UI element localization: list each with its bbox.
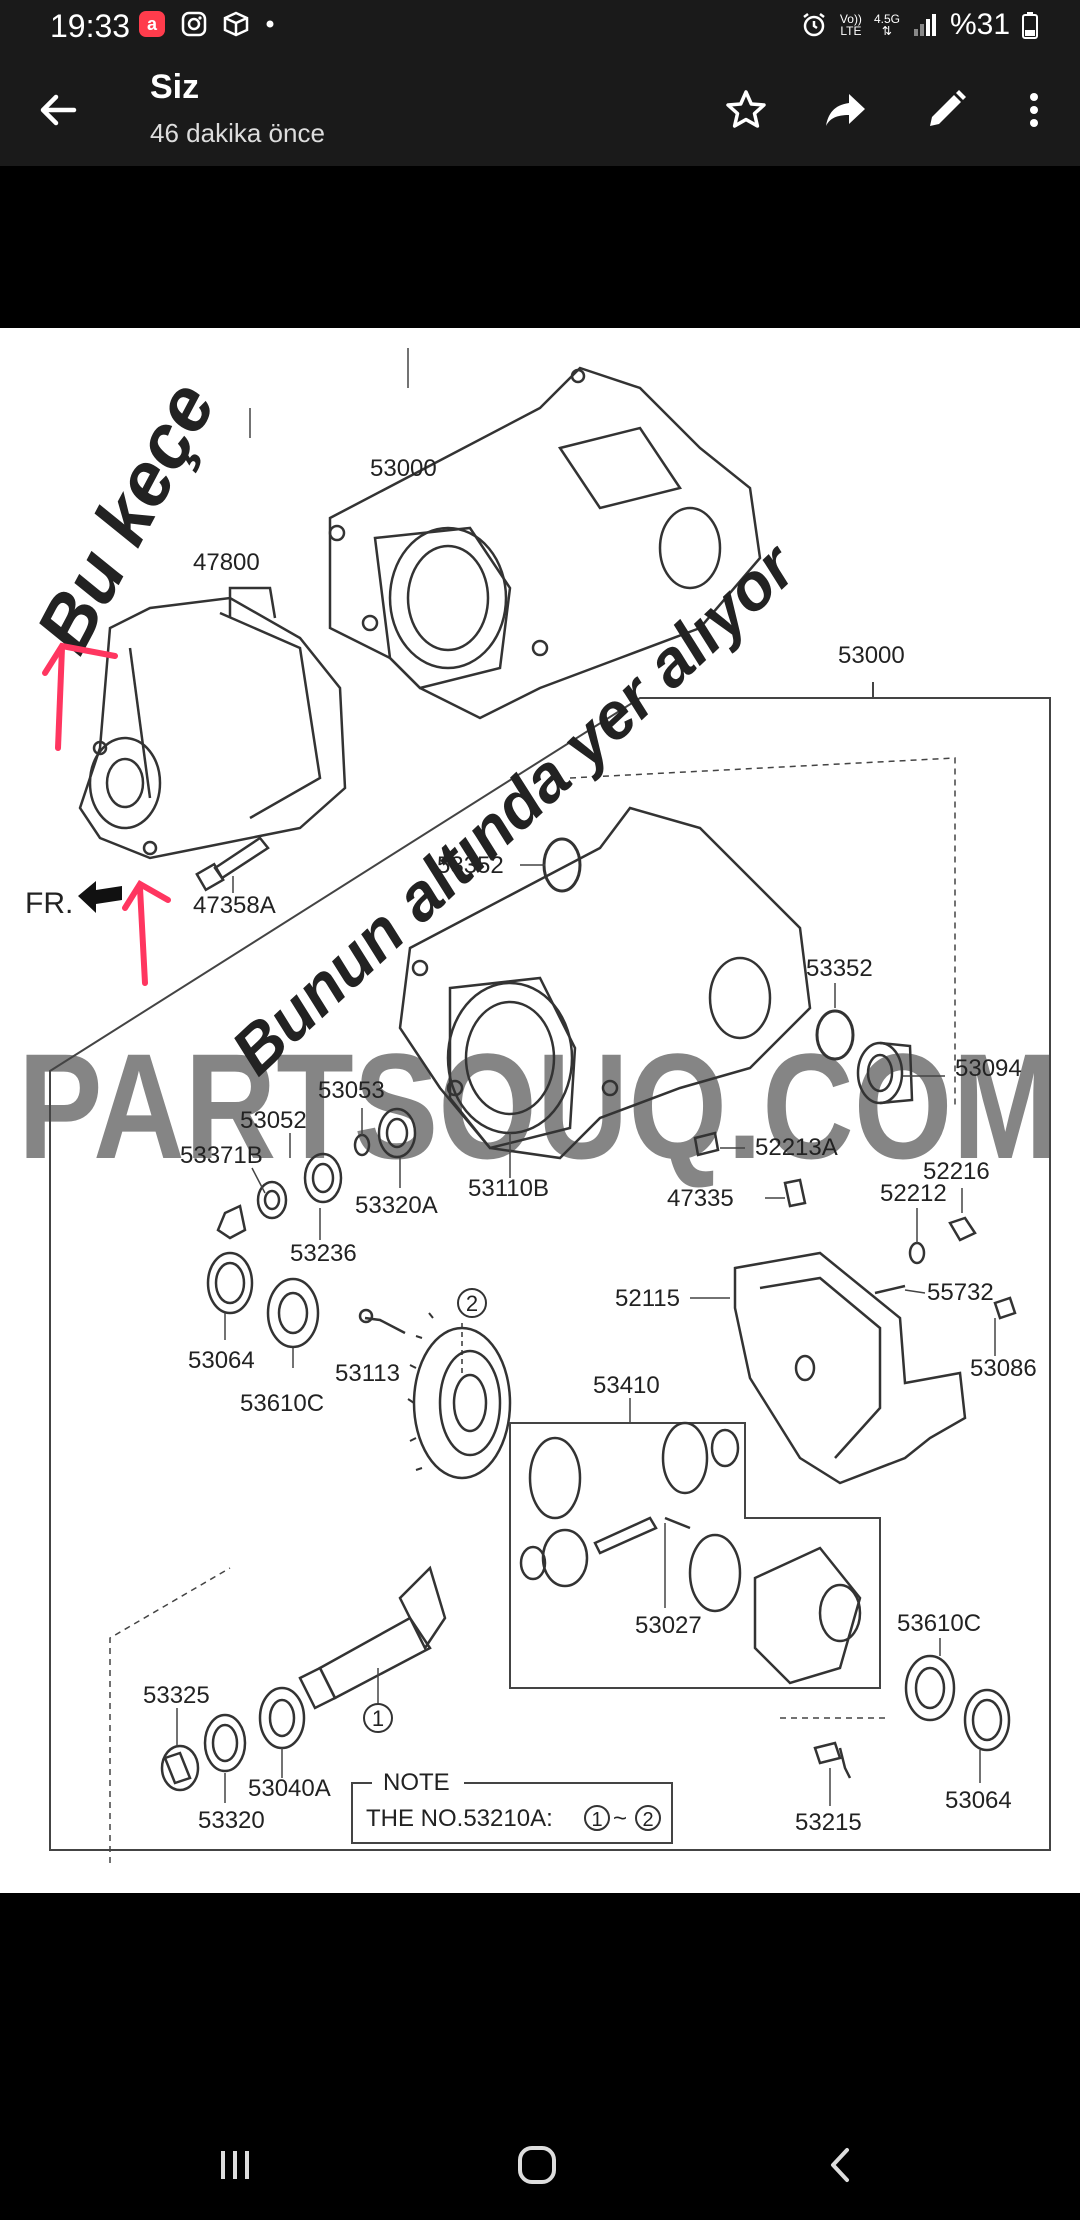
more-vert-icon: [1030, 93, 1038, 127]
label-53064-left: 53064: [188, 1347, 255, 1374]
back-button[interactable]: [30, 82, 86, 138]
transfer-case: [78, 586, 347, 860]
label-53086: 53086: [970, 1355, 1037, 1382]
note-circle-1: 1: [591, 1809, 602, 1831]
label-53113: 53113: [335, 1360, 400, 1387]
label-53352-a: 53352: [437, 852, 504, 879]
note-text: THE NO.53210A:: [366, 1805, 553, 1832]
flange-53094: [856, 1041, 914, 1105]
navigation-bar: [0, 2106, 1080, 2220]
right-bearings: [904, 1654, 1011, 1752]
label-53040a: 53040A: [248, 1775, 331, 1802]
label-53371b: 53371B: [180, 1142, 263, 1169]
differential-housing-top: [328, 366, 762, 720]
note-circle-2: 2: [642, 1809, 653, 1831]
label-52115: 52115: [615, 1285, 680, 1312]
arrow-back-icon: [40, 94, 77, 126]
label-53110b: 53110B: [468, 1175, 549, 1202]
star-icon: [726, 90, 766, 128]
note-tilde: ~: [613, 1805, 627, 1832]
status-bar: 19:33 a Vo)) LTE 4.5G ⇅ %31: [0, 0, 1080, 52]
label-53320: 53320: [198, 1807, 265, 1834]
leader-lines: [176, 348, 996, 1806]
differential-kit-box: [509, 1422, 881, 1689]
notification-icons: a: [138, 10, 276, 38]
label-47335: 47335: [667, 1185, 734, 1212]
label-52213a: 52213A: [755, 1134, 838, 1161]
pinion-shaft: [160, 1565, 447, 1792]
label-53352-b: 53352: [806, 955, 873, 982]
forward-button[interactable]: [818, 82, 874, 138]
label-52212: 52212: [880, 1180, 947, 1207]
bolt-47358a: [195, 836, 270, 892]
label-front: FR.: [25, 887, 73, 920]
differential-cover: [733, 1251, 967, 1485]
more-notifications-dot-icon: [266, 20, 274, 28]
pencil-icon: [930, 90, 966, 126]
system-status: Vo)) LTE 4.5G ⇅ %31: [800, 8, 1038, 42]
label-53064-right: 53064: [945, 1787, 1012, 1814]
label-53053: 53053: [318, 1077, 385, 1104]
red-arrows: [42, 642, 171, 986]
label-53052: 53052: [240, 1107, 307, 1134]
sender-title: Siz: [150, 68, 200, 106]
label-53610c-right: 53610C: [897, 1610, 981, 1637]
alarm-icon: [803, 13, 825, 37]
app-notification-icon: a: [139, 11, 165, 37]
signal-icon: [913, 14, 936, 36]
label-53610c-left: 53610C: [240, 1390, 324, 1417]
label-53094: 53094: [955, 1055, 1022, 1082]
timestamp: 46 dakika önce: [150, 118, 325, 148]
differential-gears: [519, 1421, 862, 1685]
battery-percent: %31: [949, 8, 1010, 41]
label-55732: 55732: [927, 1279, 994, 1306]
marker-circle-2: 2: [466, 1291, 478, 1316]
data-arrows-icon: ⇅: [881, 24, 892, 38]
differential-housing-main: [398, 806, 812, 1160]
label-52216: 52216: [923, 1158, 990, 1185]
label-53410: 53410: [593, 1372, 660, 1399]
seal-53352-left: [542, 837, 582, 893]
label-53000: 53000: [838, 642, 905, 669]
network-indicator: 4.5G ⇅: [874, 13, 900, 37]
chevron-back-icon: [831, 2148, 849, 2182]
marker-circle-1: 1: [372, 1706, 384, 1731]
forward-icon: [826, 94, 865, 126]
volte-indicator: Vo)) LTE: [840, 13, 862, 37]
seal-53352-right: [815, 1009, 855, 1061]
label-53325: 53325: [143, 1682, 210, 1709]
app-bar: Siz 46 dakika önce: [0, 52, 1080, 166]
label-53027: 53027: [635, 1612, 702, 1639]
recents-button[interactable]: [200, 2130, 270, 2200]
edit-button[interactable]: [918, 82, 974, 138]
label-47800: 47800: [193, 549, 260, 576]
front-arrow-icon: [78, 881, 122, 913]
star-button[interactable]: [718, 82, 774, 138]
battery-icon: [1022, 12, 1038, 39]
more-options-button[interactable]: [1006, 82, 1062, 138]
instagram-icon: [181, 11, 207, 37]
network-label: 4.5G: [873, 12, 900, 26]
right-small-parts: [693, 1131, 1017, 1779]
home-button[interactable]: [502, 2130, 572, 2200]
lte-label: LTE: [840, 24, 862, 38]
volte-label: Vo)): [839, 12, 862, 26]
recents-icon: [221, 2151, 249, 2179]
package-icon: [223, 11, 249, 37]
handwriting-bunun-altinda: Bunun altında yer alıyor: [217, 527, 811, 1088]
parts-diagram: PARTSOUQ.COM: [18, 348, 1058, 1863]
label-53236: 53236: [290, 1240, 357, 1267]
label-53320a: 53320A: [355, 1192, 438, 1219]
back-nav-button[interactable]: [805, 2130, 875, 2200]
home-icon: [518, 2146, 556, 2184]
image-viewer[interactable]: PARTSOUQ.COM: [0, 328, 1080, 1893]
label-53000-top: 53000: [370, 455, 437, 482]
svg-text:a: a: [147, 14, 158, 34]
label-53215: 53215: [795, 1809, 862, 1836]
label-47358a: 47358A: [193, 892, 276, 919]
note-title: NOTE: [383, 1769, 450, 1796]
ring-gear: [407, 1312, 512, 1480]
status-time: 19:33: [50, 8, 131, 44]
watermark: PARTSOUQ.COM: [18, 1022, 1058, 1190]
